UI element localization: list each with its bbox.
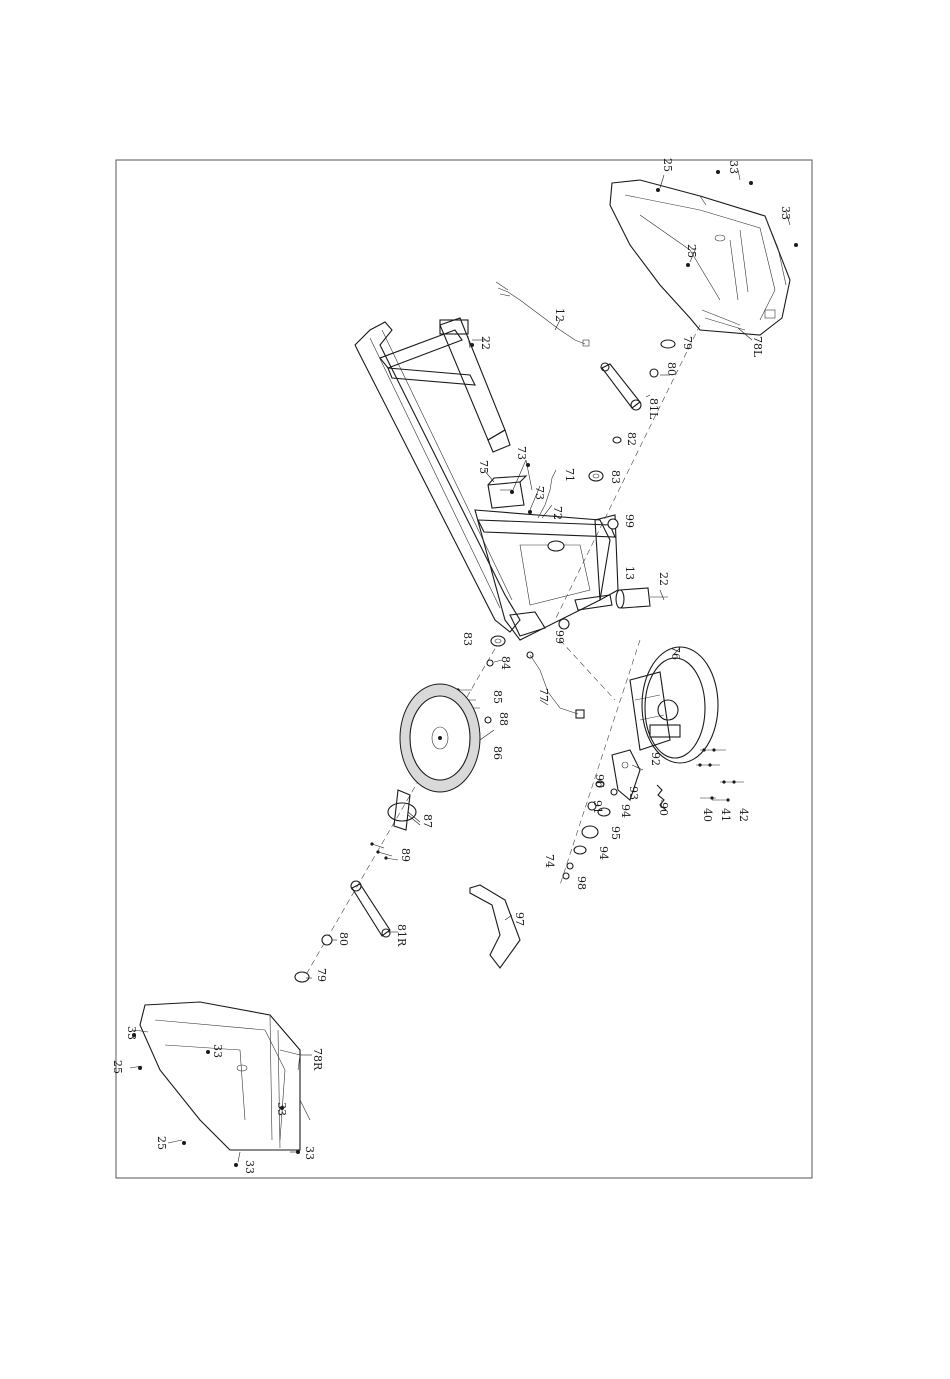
callout-93: 93 — [627, 786, 640, 800]
callout-84: 84 — [499, 656, 512, 670]
bearing-94-b — [574, 846, 586, 854]
hub-87 — [388, 790, 420, 830]
callout-72: 72 — [551, 506, 564, 520]
callout-94: 94 — [597, 846, 610, 860]
callout-33: 33 — [125, 1026, 138, 1040]
callout-81L: 81L — [647, 398, 660, 420]
nut-80-top — [650, 369, 658, 377]
callout-33: 33 — [727, 160, 740, 174]
sensor-cable-77 — [527, 652, 584, 718]
washer-84 — [487, 660, 493, 666]
callout-25: 25 — [155, 1136, 168, 1150]
callout-12: 12 — [553, 308, 566, 322]
callout-33: 33 — [779, 206, 792, 220]
bolt-98 — [563, 873, 569, 879]
callout-91: 91 — [591, 800, 604, 814]
callout-42: 42 — [737, 808, 750, 822]
washer-93 — [611, 789, 617, 795]
callout-90: 90 — [657, 802, 670, 816]
callout-78L: 78L — [751, 336, 764, 358]
flywheel-housing-76 — [630, 647, 718, 763]
callout-76: 76 — [669, 646, 682, 660]
main-frame — [355, 318, 618, 640]
callout-83: 83 — [461, 632, 474, 646]
bushing-79-bottom — [295, 972, 309, 982]
belt-97 — [470, 885, 520, 968]
callout-80: 80 — [337, 932, 350, 946]
crank-81R — [351, 881, 390, 937]
callout-25: 25 — [661, 158, 674, 172]
callout-92: 92 — [649, 752, 662, 766]
callout-75: 75 — [477, 460, 490, 474]
callout-79: 79 — [315, 968, 328, 982]
callout-89: 89 — [399, 848, 412, 862]
right-side-cover-78R — [140, 1002, 310, 1150]
callout-25: 25 — [685, 244, 698, 258]
callout-33: 33 — [303, 1146, 316, 1160]
callout-73: 73 — [533, 486, 546, 500]
cap-99-bottom — [559, 619, 569, 629]
callout-22: 22 — [657, 572, 670, 586]
callout-74: 74 — [543, 854, 556, 868]
callout-labels: 25 33 33 25 78L 79 12 22 80 81L 82 73 75… — [111, 158, 792, 1174]
pulley-95 — [582, 826, 598, 838]
bearing-83-lower — [491, 636, 505, 646]
callout-99: 99 — [623, 514, 636, 528]
callout-33: 33 — [275, 1102, 288, 1116]
callout-13: 13 — [623, 566, 636, 580]
callout-81R: 81R — [395, 924, 408, 947]
callout-99: 99 — [553, 630, 566, 644]
callout-71: 71 — [563, 468, 576, 482]
screws-89 — [370, 842, 398, 860]
callout-41: 41 — [719, 808, 732, 822]
callout-86: 86 — [491, 746, 504, 760]
centerline-magnet — [560, 640, 615, 700]
callout-40: 40 — [701, 808, 714, 822]
callout-97: 97 — [513, 912, 526, 926]
callout-96: 96 — [593, 774, 606, 788]
callout-80: 80 — [665, 362, 678, 376]
left-side-cover-78L — [610, 180, 790, 335]
drawing-frame — [116, 160, 812, 1178]
callout-77: 77 — [537, 688, 550, 702]
callout-25: 25 — [111, 1060, 124, 1074]
callout-88: 88 — [497, 712, 510, 726]
screws-40-41-42 — [696, 748, 744, 801]
callout-73: 73 — [515, 446, 528, 460]
flywheel-86 — [400, 684, 480, 792]
cap-99-top — [608, 519, 618, 529]
callout-78R: 78R — [311, 1048, 324, 1071]
bearing-83-top — [589, 471, 603, 481]
washer-74 — [567, 863, 573, 869]
battery-box-75 — [488, 476, 526, 508]
callout-22: 22 — [479, 336, 492, 350]
cable-12 — [496, 282, 589, 346]
callout-85: 85 — [491, 690, 504, 704]
callout-33: 33 — [243, 1160, 256, 1174]
nut-80-bottom — [322, 935, 332, 945]
bushing-79-top — [661, 340, 675, 348]
callout-94: 94 — [619, 804, 632, 818]
callout-82: 82 — [625, 432, 638, 446]
crank-81L — [601, 363, 641, 410]
callout-98: 98 — [575, 876, 588, 890]
callout-33: 33 — [211, 1044, 224, 1058]
callout-95: 95 — [609, 826, 622, 840]
callout-79: 79 — [681, 336, 694, 350]
washer-88 — [485, 717, 491, 723]
callout-83: 83 — [609, 470, 622, 484]
callout-87: 87 — [421, 814, 434, 828]
washer-82 — [613, 437, 621, 443]
